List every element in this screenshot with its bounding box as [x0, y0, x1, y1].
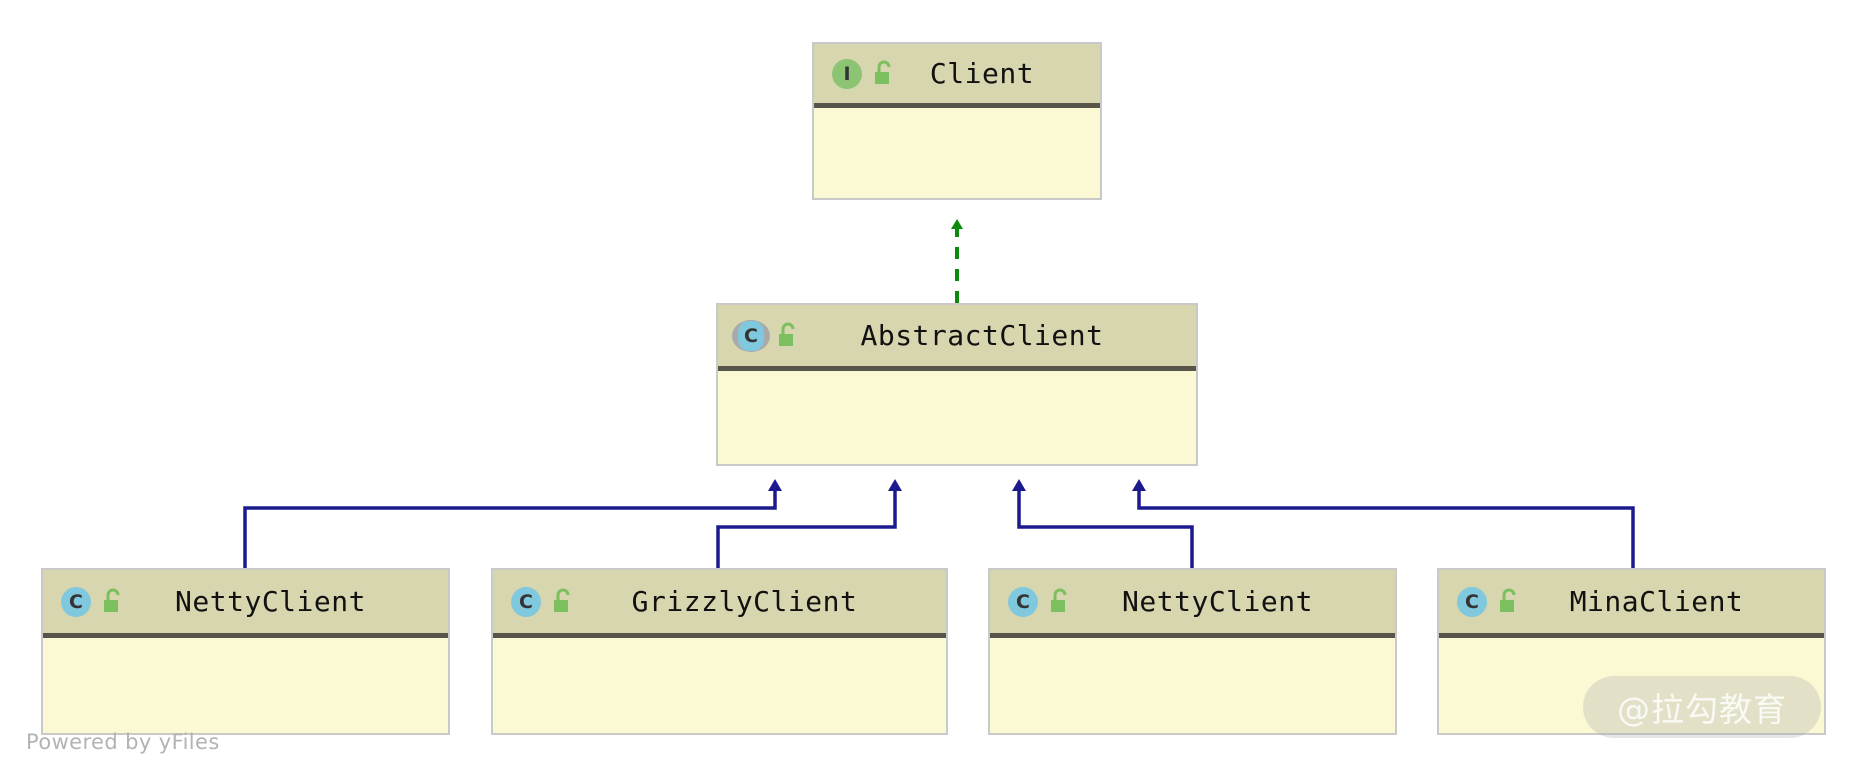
node-header: I Client [814, 44, 1100, 108]
class-circle-icon: C [507, 583, 545, 621]
class-circle-icon: C [1453, 583, 1491, 621]
node-attributes-compartment [990, 638, 1395, 732]
abstract-class-circle-icon: C [732, 317, 770, 355]
node-attributes-compartment [43, 638, 448, 732]
edge-grizzly-client-to-abstract-client [716, 479, 902, 568]
unlocked-padlock-icon [872, 59, 898, 89]
class-circle-icon: C [1004, 583, 1042, 621]
node-title: AbstractClient [860, 319, 1104, 352]
node-header: C GrizzlyClient [493, 570, 946, 638]
edge-mina-client-to-abstract-client [1132, 479, 1635, 568]
node-title: Client [929, 57, 1035, 90]
uml-class-node-client[interactable]: I Client [812, 42, 1102, 200]
node-title: NettyClient [1122, 585, 1313, 618]
uml-class-node-abstract-client[interactable]: C AbstractClient [716, 303, 1198, 466]
unlocked-padlock-icon [776, 321, 802, 351]
class-circle-icon: C [57, 583, 95, 621]
unlocked-padlock-icon [101, 587, 127, 617]
watermark-badge: @拉勾教育 [1583, 676, 1821, 738]
uml-class-node-netty-client-1[interactable]: C NettyClient [41, 568, 450, 735]
node-attributes-compartment [1439, 638, 1824, 732]
node-attributes-compartment [718, 371, 1196, 463]
node-attributes-compartment [493, 638, 946, 732]
node-title: MinaClient [1569, 585, 1744, 618]
unlocked-padlock-icon [1048, 587, 1074, 617]
node-header: C NettyClient [43, 570, 448, 638]
node-title: NettyClient [175, 585, 366, 618]
yfiles-credit-label: Powered by yFiles [26, 730, 220, 754]
node-attributes-compartment [814, 108, 1100, 197]
edge-netty-client-1-to-abstract-client [243, 479, 782, 568]
node-header: C MinaClient [1439, 570, 1824, 638]
node-header: C NettyClient [990, 570, 1395, 638]
uml-class-node-grizzly-client[interactable]: C GrizzlyClient [491, 568, 948, 735]
unlocked-padlock-icon [1497, 587, 1523, 617]
node-title: GrizzlyClient [631, 585, 858, 618]
edge-netty-client-2-to-abstract-client [1012, 479, 1194, 568]
uml-class-node-mina-client[interactable]: C MinaClient [1437, 568, 1826, 735]
unlocked-padlock-icon [551, 587, 577, 617]
uml-class-node-netty-client-2[interactable]: C NettyClient [988, 568, 1397, 735]
node-header: C AbstractClient [718, 305, 1196, 371]
watermark-text: @拉勾教育 [1617, 690, 1787, 729]
interface-circle-icon: I [828, 55, 866, 93]
